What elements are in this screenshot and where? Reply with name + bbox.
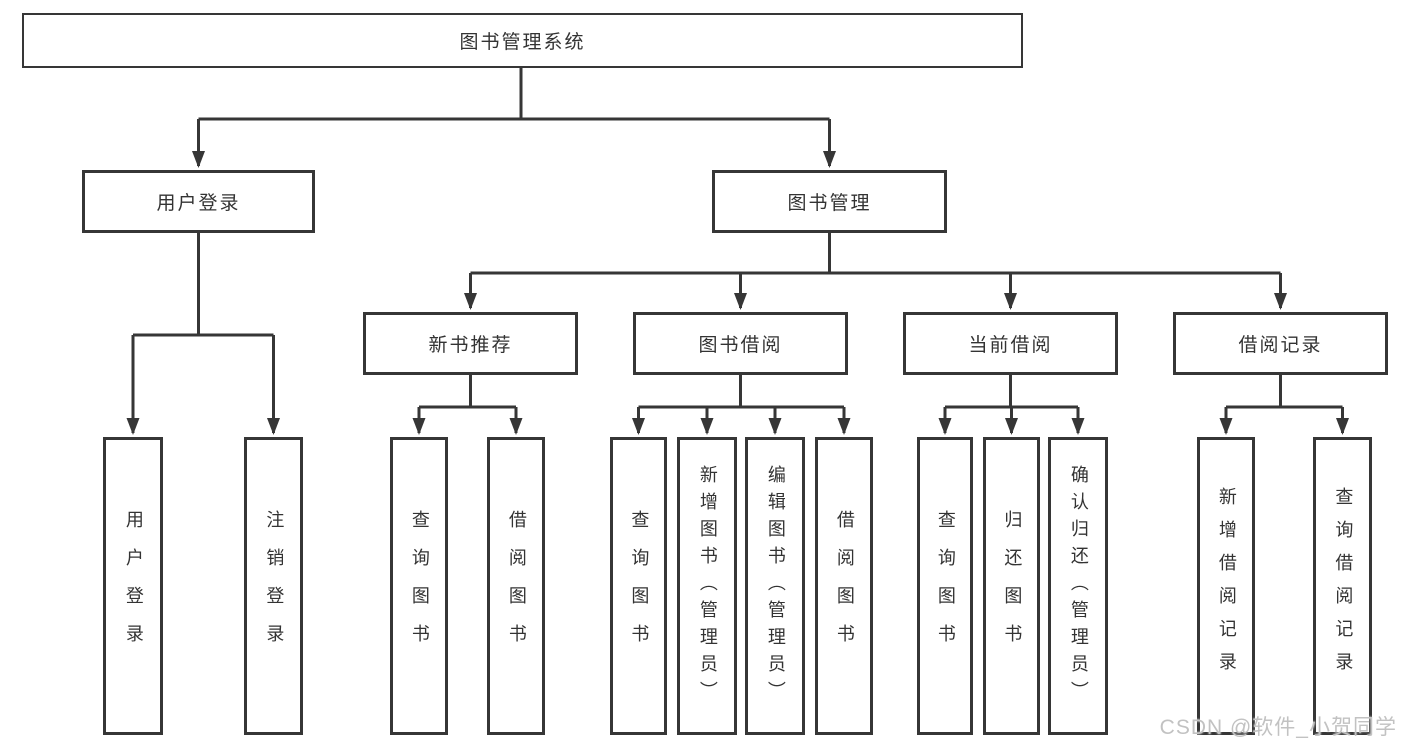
leaf-current-return-book: 归还图书 <box>983 437 1040 735</box>
leaf-user-login-label: 用户登录 <box>123 510 144 662</box>
leaf-current-query-book-label: 查询图书 <box>935 510 956 662</box>
leaf-record-query: 查询借阅记录 <box>1313 437 1372 735</box>
leaf-borrow-borrow-book: 借阅图书 <box>815 437 873 735</box>
node-user-login: 用户登录 <box>82 170 315 233</box>
node-current-borrow: 当前借阅 <box>903 312 1118 375</box>
leaf-recommend-borrow-book: 借阅图书 <box>487 437 545 735</box>
node-new-book-recommend: 新书推荐 <box>363 312 578 375</box>
node-borrow-record-label: 借阅记录 <box>1238 335 1323 356</box>
node-book-management-label: 图书管理 <box>787 193 872 214</box>
connector-elbows <box>126 68 1349 435</box>
leaf-recommend-query-book-label: 查询图书 <box>409 510 430 662</box>
node-user-login-label: 用户登录 <box>156 193 241 214</box>
csdn-watermark: CSDN @软件_小贺同学 <box>1159 716 1397 739</box>
node-book-management: 图书管理 <box>712 170 947 233</box>
leaf-current-confirm-return: 确认归还（管理员） <box>1048 437 1108 735</box>
leaf-borrow-borrow-book-label: 借阅图书 <box>834 510 855 662</box>
leaf-current-return-book-label: 归还图书 <box>1002 510 1023 662</box>
node-book-borrow: 图书借阅 <box>633 312 848 375</box>
leaf-current-query-book: 查询图书 <box>917 437 973 735</box>
leaf-recommend-borrow-book-label: 借阅图书 <box>506 510 527 662</box>
leaf-borrow-query-book: 查询图书 <box>610 437 667 735</box>
leaf-borrow-add-book: 新增图书（管理员） <box>677 437 737 735</box>
leaf-borrow-query-book-label: 查询图书 <box>629 510 650 662</box>
node-book-borrow-label: 图书借阅 <box>698 335 783 356</box>
leaf-user-login: 用户登录 <box>103 437 163 735</box>
node-new-book-recommend-label: 新书推荐 <box>428 335 513 356</box>
leaf-borrow-add-book-label: 新增图书（管理员） <box>697 464 718 708</box>
leaf-record-add-label: 新增借阅记录 <box>1216 487 1237 685</box>
leaf-record-add: 新增借阅记录 <box>1197 437 1255 735</box>
leaf-record-query-label: 查询借阅记录 <box>1333 487 1354 685</box>
leaf-borrow-edit-book-label: 编辑图书（管理员） <box>765 464 786 708</box>
leaf-recommend-query-book: 查询图书 <box>390 437 448 735</box>
leaf-current-confirm-return-label: 确认归还（管理员） <box>1068 464 1089 708</box>
leaf-borrow-edit-book: 编辑图书（管理员） <box>745 437 805 735</box>
node-root-label: 图书管理系统 <box>459 32 586 53</box>
node-root: 图书管理系统 <box>22 13 1023 68</box>
leaf-logout-label: 注销登录 <box>264 510 285 662</box>
node-borrow-record: 借阅记录 <box>1173 312 1388 375</box>
node-current-borrow-label: 当前借阅 <box>968 335 1053 356</box>
leaf-logout: 注销登录 <box>244 437 303 735</box>
